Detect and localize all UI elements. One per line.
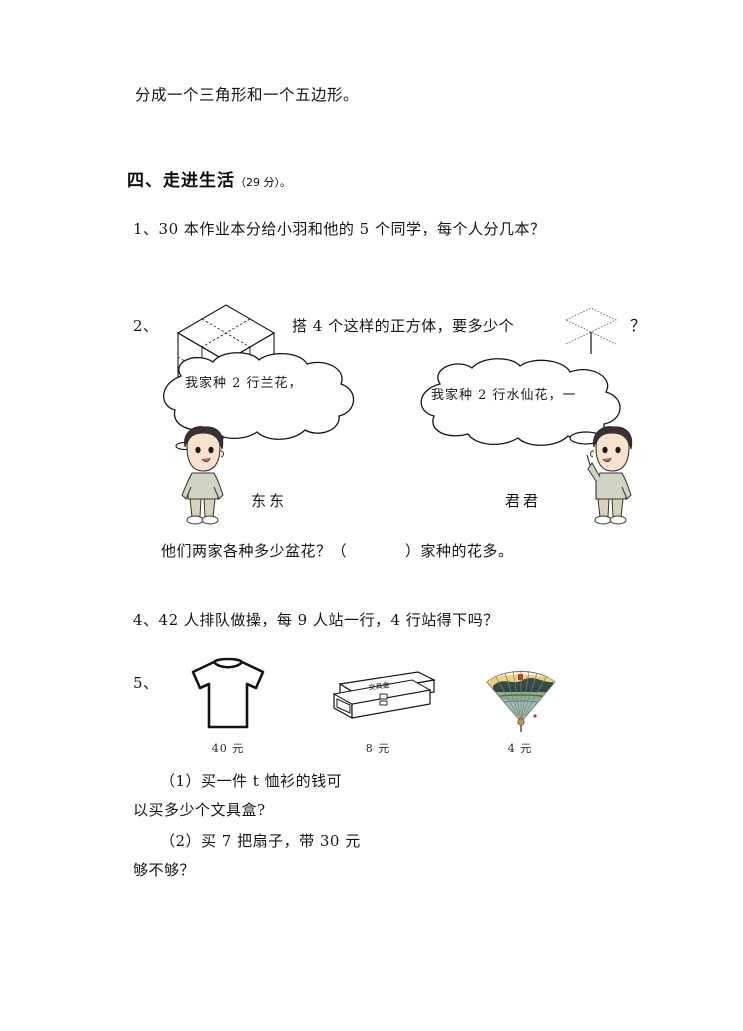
speech-bubble-left-text: 我家种 2 行兰花， (185, 376, 303, 391)
question-2-qmark: ？ (630, 316, 647, 335)
section-heading: 四、走进生活（29 分）。 (127, 166, 291, 191)
tshirt-figure (185, 655, 271, 733)
question-5-label: 5、 (133, 674, 159, 692)
question-3-text: 他们两家各种多少盆花？（ ）家种的花多。 (161, 542, 514, 560)
speech-bubble-right-text: 我家种 2 行水仙花，一 (431, 388, 577, 403)
folding-fan-figure (483, 656, 559, 736)
boy-right-figure (578, 425, 644, 525)
question-5-sub-1-line-2: 以买多少个文具盒? (133, 801, 266, 819)
character-name-right: 君君 (505, 492, 542, 510)
question-5-sub-1-line-1: （1）买一件 t 恤衫的钱可 (160, 772, 343, 790)
section-heading-title: 四、走进生活 (127, 171, 235, 191)
pencil-box-price: 8 元 (365, 742, 391, 755)
question-4-text: 4、42 人排队做操，每 9 人站一行，4 行站得下吗？ (133, 611, 499, 629)
folding-fan-price: 4 元 (507, 742, 533, 755)
question-2-label: 2、 (133, 317, 159, 335)
tshirt-price: 40 元 (211, 742, 245, 755)
question-5-sub-2-line-2: 够不够？ (133, 861, 196, 879)
top-continuation-text: 分成一个三角形和一个五边形。 (135, 86, 360, 104)
question-1-text: 1、30 本作业本分给小羽和他的 5 个同学，每个人分几本？ (133, 220, 546, 238)
pencil-box-text: 文具盒 (368, 680, 390, 692)
boy-left-figure (170, 425, 236, 525)
character-name-left: 东东 (251, 492, 288, 510)
section-heading-score: （29 分）。 (235, 176, 291, 189)
question-5-sub-2-line-1: （2）买 7 把扇子，带 30 元 (160, 832, 361, 850)
question-2-text: 搭 4 个这样的正方体，要多少个 (292, 317, 515, 335)
pencil-box-figure: 文具盒 (322, 668, 440, 724)
unit-cube-icon (560, 304, 622, 358)
